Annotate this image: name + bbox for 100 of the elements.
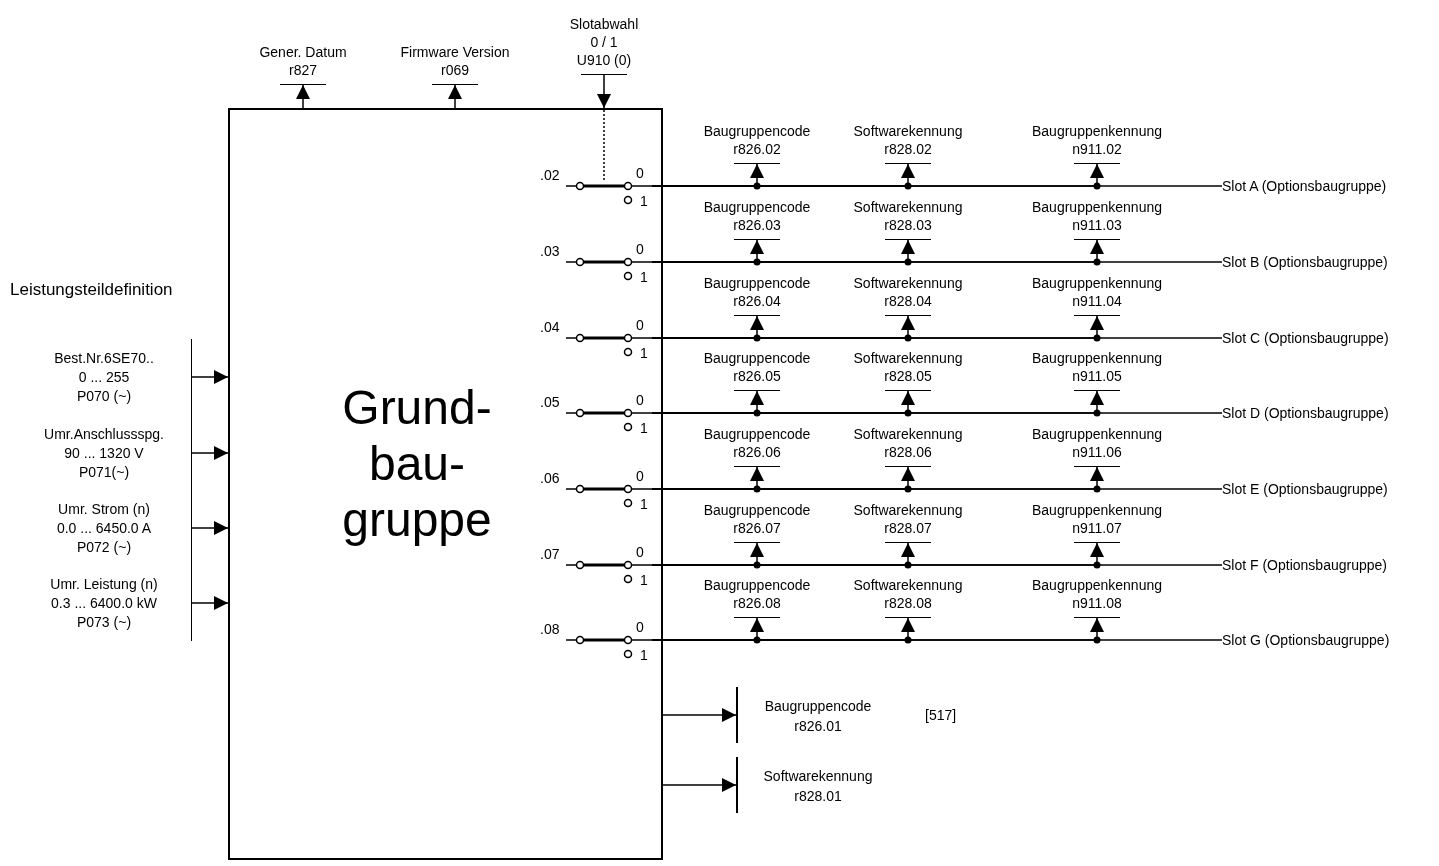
- parameter-number: r826.02: [732, 140, 782, 158]
- value-range: 0.3 ... 6400.0 kW: [50, 594, 158, 613]
- parameter-number: r828.01: [793, 787, 843, 806]
- parameter-name: Softwarekennung: [852, 349, 964, 367]
- parameter-name: Baugruppencode: [702, 122, 812, 140]
- switch-position-label: 0: [636, 467, 644, 485]
- switch-position-label: 0: [636, 391, 644, 409]
- parameter-name: Baugruppenkennung: [1031, 501, 1163, 519]
- parameter-name: Umr. Leistung (n): [49, 575, 159, 594]
- parameter-name: Softwarekennung: [852, 122, 964, 140]
- parameter-name: Baugruppencode: [702, 501, 812, 519]
- parameter-name: Baugruppenkennung: [1031, 576, 1163, 594]
- signal-line: [651, 412, 1223, 414]
- switch-index-label: .07: [540, 545, 560, 563]
- parameter-number: n911.06: [1071, 443, 1123, 461]
- value-range: 0 ... 255: [77, 368, 131, 387]
- switch-index-label: .02: [540, 166, 560, 184]
- parameter-number: r826.08: [732, 594, 782, 612]
- parameter-number: n911.02: [1071, 140, 1123, 158]
- parameter-name: Gener. Datum: [258, 43, 348, 61]
- parameter-number: r826.05: [732, 367, 782, 385]
- signal-line: [651, 639, 1223, 641]
- switch-position-label: 0: [636, 240, 644, 258]
- parameter-number: n911.07: [1071, 519, 1123, 537]
- section-label: Leistungsteildefinition: [10, 280, 173, 300]
- parameter-number: r828.07: [883, 519, 933, 537]
- parameter-number: r828.08: [883, 594, 933, 612]
- switch-position-label: 1: [640, 192, 648, 210]
- switch-position-label: 1: [640, 268, 648, 286]
- arrow: [191, 596, 229, 610]
- value-range: 0.0 ... 6450.0 A: [55, 519, 153, 538]
- slot-label: Slot D (Optionsbaugruppe): [1222, 404, 1389, 422]
- parameter-name: Baugruppenkennung: [1031, 198, 1163, 216]
- parameter-name: Umr.Anschlussspg.: [43, 425, 165, 444]
- parameter-name: Firmware Version: [399, 43, 511, 61]
- switch-index-label: .08: [540, 620, 560, 638]
- parameter-name: Baugruppenkennung: [1031, 349, 1163, 367]
- arrow: [597, 74, 611, 109]
- switch-index-label: .03: [540, 242, 560, 260]
- parameter-number: r828.03: [883, 216, 933, 234]
- signal-line: [651, 564, 1223, 566]
- slot-label: Slot B (Optionsbaugruppe): [1222, 253, 1388, 271]
- parameter-number: r826.07: [732, 519, 782, 537]
- parameter-number: r828.04: [883, 292, 933, 310]
- switch-position-label: 1: [640, 646, 648, 664]
- parameter-number: r826.04: [732, 292, 782, 310]
- slot-label: Slot F (Optionsbaugruppe): [1222, 556, 1387, 574]
- parameter-name: Slotabwahl: [568, 15, 640, 33]
- switch-position-label: 0: [636, 618, 644, 636]
- signal-line: [651, 488, 1223, 490]
- switch-position-label: 1: [640, 495, 648, 513]
- parameter-name: Softwarekennung: [852, 501, 964, 519]
- slot-label: Slot C (Optionsbaugruppe): [1222, 329, 1389, 347]
- arrow: [296, 84, 310, 109]
- parameter-number: n911.08: [1071, 594, 1123, 612]
- parameter-name: Baugruppenkennung: [1031, 122, 1163, 140]
- slot-label: Slot A (Optionsbaugruppe): [1222, 177, 1387, 195]
- parameter-name: Baugruppencode: [702, 349, 812, 367]
- switch-position-label: 0: [636, 543, 644, 561]
- parameter-number: U910 (0): [575, 51, 633, 69]
- parameter-number: r069: [440, 61, 470, 79]
- switch-position-label: 0: [636, 164, 644, 182]
- slot-label: Slot G (Optionsbaugruppe): [1222, 631, 1390, 649]
- value-range: 0 / 1: [589, 33, 619, 51]
- arrow: [662, 778, 737, 792]
- function-block: [228, 108, 663, 860]
- block-title: Grund- bau- gruppe: [341, 380, 493, 548]
- parameter-number: r826.03: [732, 216, 782, 234]
- parameter-name: Baugruppencode: [702, 425, 812, 443]
- parameter-number: r826.01: [793, 717, 843, 736]
- parameter-name: Baugruppencode: [763, 697, 873, 716]
- value-range: 90 ... 1320 V: [63, 444, 145, 463]
- parameter-number: r828.06: [883, 443, 933, 461]
- signal-line: [651, 261, 1223, 263]
- signal-line: [651, 185, 1223, 187]
- parameter-name: Baugruppenkennung: [1031, 425, 1163, 443]
- parameter-name: Baugruppencode: [702, 576, 812, 594]
- parameter-number: P071(~): [77, 463, 131, 482]
- parameter-number: r826.06: [732, 443, 782, 461]
- switch-index-label: .04: [540, 318, 560, 336]
- arrow: [191, 370, 229, 384]
- parameter-name: Softwarekennung: [852, 425, 964, 443]
- parameter-number: n911.05: [1071, 367, 1123, 385]
- parameter-name: Baugruppenkennung: [1031, 274, 1163, 292]
- arrow: [191, 521, 229, 535]
- signal-line: [651, 337, 1223, 339]
- parameter-number: r828.05: [883, 367, 933, 385]
- parameter-name: Baugruppencode: [702, 274, 812, 292]
- slot-label: Slot E (Optionsbaugruppe): [1222, 480, 1388, 498]
- parameter-name: Baugruppencode: [702, 198, 812, 216]
- parameter-number: n911.03: [1071, 216, 1123, 234]
- switch-index-label: .05: [540, 393, 560, 411]
- page-reference: [517]: [925, 706, 957, 724]
- switch-index-label: .06: [540, 469, 560, 487]
- parameter-number: r827: [288, 61, 318, 79]
- switch-position-label: 1: [640, 344, 648, 362]
- parameter-name: Softwarekennung: [852, 198, 964, 216]
- parameter-number: P072 (~): [75, 538, 133, 557]
- parameter-name: Umr. Strom (n): [57, 500, 151, 519]
- arrow: [448, 84, 462, 109]
